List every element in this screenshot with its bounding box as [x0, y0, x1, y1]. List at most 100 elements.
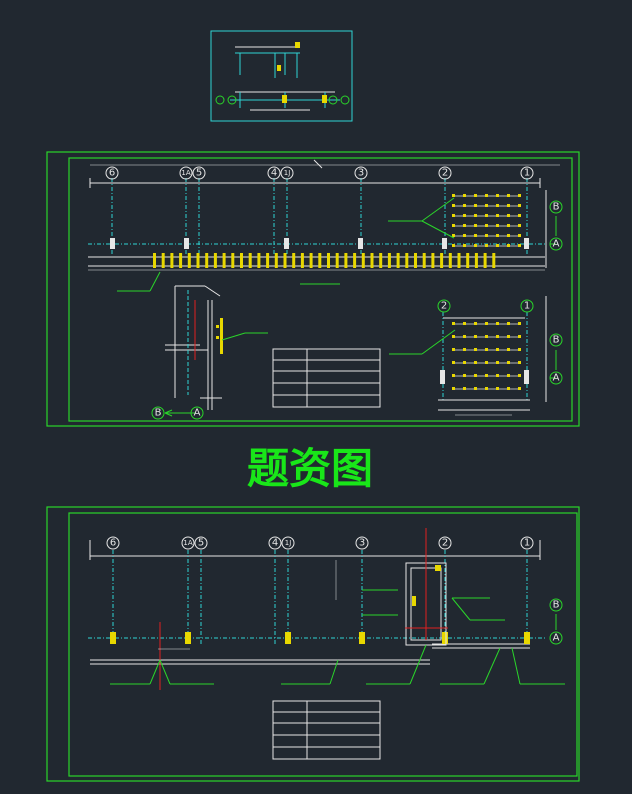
post — [274, 253, 278, 268]
post-node — [507, 374, 510, 377]
post-node — [507, 387, 510, 390]
s2-axis-1j: 1J — [285, 539, 292, 547]
post-node — [518, 224, 521, 227]
post-node — [496, 374, 499, 377]
post-node — [485, 387, 488, 390]
post-node — [463, 224, 466, 227]
post-node — [474, 204, 477, 207]
detail-axis-2: 2 — [441, 301, 447, 312]
post-node — [474, 214, 477, 217]
post-node — [463, 244, 466, 247]
section-label-a: A — [194, 408, 201, 419]
post — [292, 253, 296, 268]
legend-table-1 — [272, 348, 381, 408]
post-node — [463, 374, 466, 377]
post-node — [474, 361, 477, 364]
post-node — [474, 374, 477, 377]
post — [335, 253, 339, 268]
lower-right-post-grid — [452, 322, 521, 390]
s2-axis-6: 6 — [110, 538, 116, 549]
post-node — [474, 244, 477, 247]
post-node — [496, 214, 499, 217]
post-node — [507, 234, 510, 237]
upper-right-post-grid — [452, 194, 521, 247]
key-plan — [210, 30, 353, 122]
post-node — [496, 348, 499, 351]
post — [196, 253, 200, 268]
post-node — [485, 335, 488, 338]
post-node — [452, 194, 455, 197]
post-node — [507, 322, 510, 325]
post — [492, 253, 496, 268]
post-node — [452, 322, 455, 325]
post-node — [452, 204, 455, 207]
post — [361, 253, 365, 268]
post — [161, 253, 165, 268]
post — [231, 253, 235, 268]
post-node — [452, 214, 455, 217]
post-node — [518, 244, 521, 247]
post — [483, 253, 487, 268]
post-node — [463, 204, 466, 207]
post — [257, 253, 261, 268]
post-node — [496, 194, 499, 197]
s2-axis-4: 4 — [272, 538, 278, 549]
s2-axis-1a: 1A — [183, 539, 192, 547]
post — [379, 253, 383, 268]
axis-2: 2 — [442, 168, 448, 179]
post-node — [463, 322, 466, 325]
post-node — [518, 322, 521, 325]
post-node — [507, 224, 510, 227]
post — [422, 253, 426, 268]
axis-a: A — [553, 239, 560, 250]
post-node — [518, 348, 521, 351]
post — [405, 253, 409, 268]
post-node — [507, 194, 510, 197]
post-node — [452, 361, 455, 364]
axis-6: 6 — [109, 168, 115, 179]
post-node — [485, 322, 488, 325]
post-node — [485, 348, 488, 351]
post-node — [463, 214, 466, 217]
post-node — [463, 194, 466, 197]
post-node — [496, 234, 499, 237]
post-node — [518, 194, 521, 197]
post-node — [496, 322, 499, 325]
post — [431, 253, 435, 268]
post-node — [452, 224, 455, 227]
post-node — [474, 224, 477, 227]
post-node — [485, 374, 488, 377]
post — [309, 253, 313, 268]
post-node — [485, 194, 488, 197]
post — [440, 253, 444, 268]
post-node — [507, 348, 510, 351]
detail-axis-b: B — [553, 335, 560, 346]
axis-1: 1 — [524, 168, 530, 179]
post — [414, 253, 417, 268]
post-node — [496, 335, 499, 338]
s2-axis-5: 5 — [198, 538, 204, 549]
post-node — [452, 335, 455, 338]
post-node — [507, 361, 510, 364]
post-node — [485, 234, 488, 237]
post-node — [463, 361, 466, 364]
post — [370, 253, 374, 268]
post-node — [474, 322, 477, 325]
post — [448, 253, 452, 268]
post — [387, 253, 391, 268]
post — [205, 253, 209, 268]
grid-bubbles-sheet1 — [105, 166, 563, 420]
axis-1j: 1J — [284, 169, 291, 177]
post-node — [496, 361, 499, 364]
post-node — [518, 234, 521, 237]
post — [344, 253, 348, 268]
sheet-2 — [46, 506, 580, 782]
post-node — [452, 387, 455, 390]
post-node — [474, 194, 477, 197]
s2-axis-3: 3 — [359, 538, 365, 549]
s2-axis-2: 2 — [442, 538, 448, 549]
post — [300, 253, 304, 268]
axis-4: 4 — [271, 168, 277, 179]
post-node — [452, 234, 455, 237]
post-node — [474, 348, 477, 351]
